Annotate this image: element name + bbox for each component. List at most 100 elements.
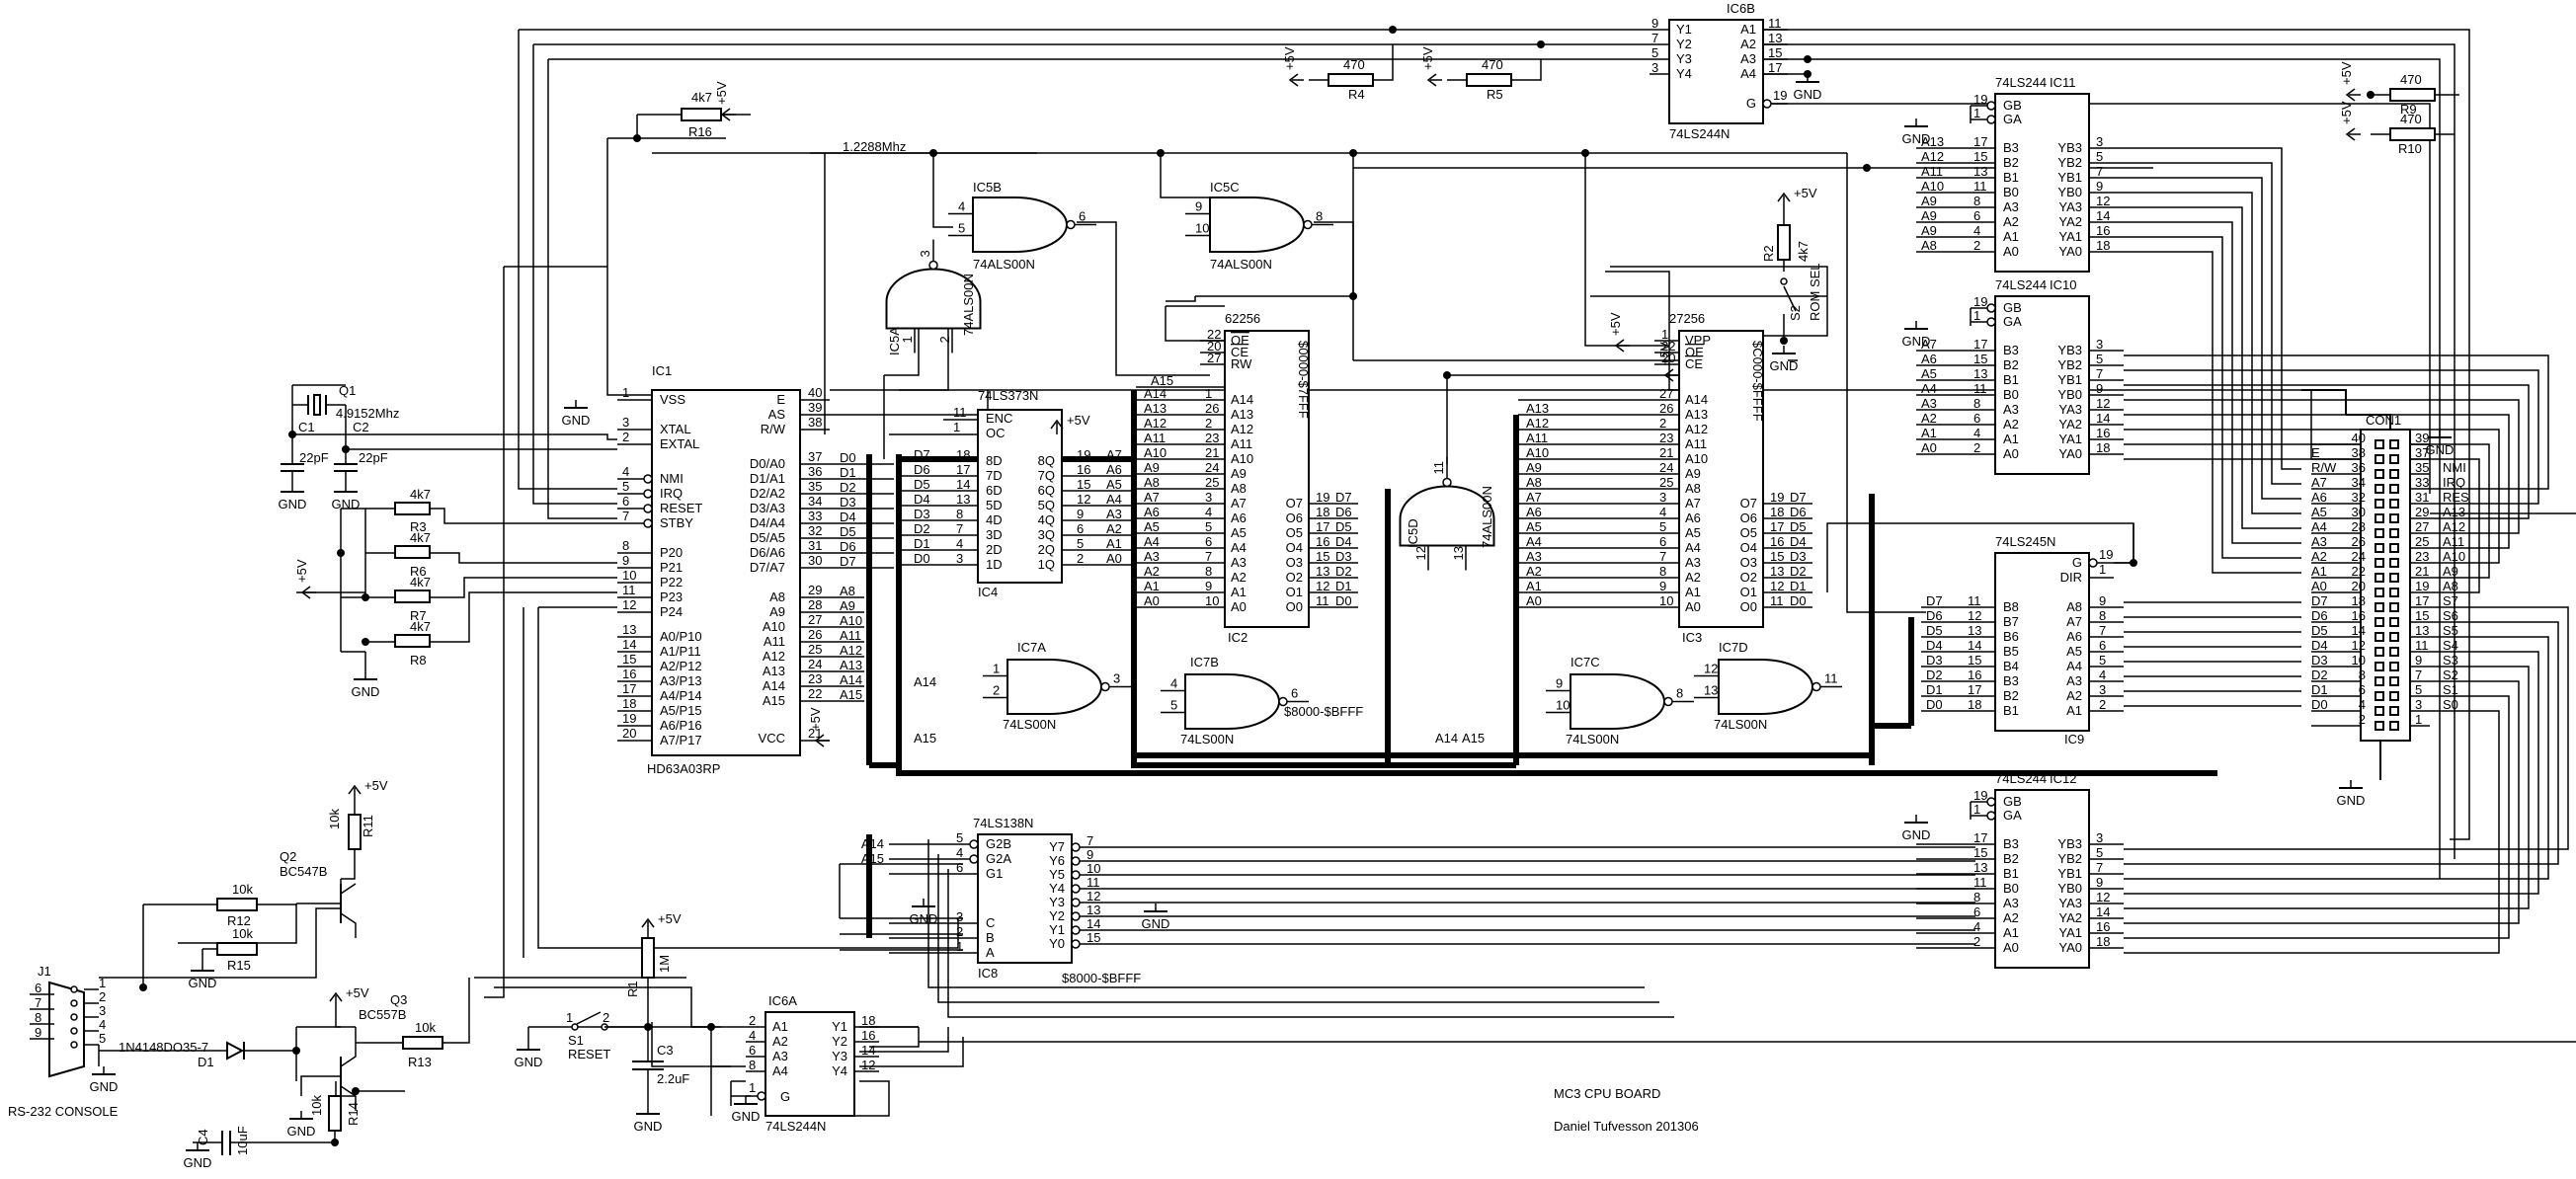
ic2-ctl-pin-2: 27 (1207, 351, 1221, 365)
ic9-sig-g: G (2072, 555, 2082, 570)
ic11-pin-out-5: 14 (2096, 208, 2110, 223)
gnd-symbol: GND (332, 497, 361, 511)
ic10-sig-in-4: A3 (2003, 402, 2019, 417)
ic1-pin-40: 40 (808, 385, 822, 400)
ic5d-ref: IC5D (1406, 518, 1420, 548)
r1-val: 1M (657, 955, 672, 973)
ic11-pin-out-4: 12 (2096, 194, 2110, 208)
con1-sig-right-13: S5 (2443, 623, 2458, 638)
ic12-sig-out-1: YB2 (2057, 851, 2082, 866)
ic2-addr-sig-0: A14 (1231, 392, 1253, 407)
ic1-sig-top-0: E (776, 392, 785, 407)
r3-ref: R3 (410, 519, 427, 534)
ic12-pin-out-6: 16 (2096, 919, 2110, 934)
ic1-pin-8: 8 (622, 538, 629, 553)
ic1-sig-1: XTAL (660, 422, 691, 436)
ic6b-pin-in-2: 15 (1768, 45, 1782, 60)
ic10-gb: GB (2003, 300, 2022, 315)
ic2-addr-sig-5: A9 (1231, 466, 1247, 481)
ic9-pin-a-1: 8 (2099, 608, 2106, 623)
ic3-data-pin-5: 13 (1770, 564, 1784, 579)
vcc-symbol: +5V (1282, 46, 1304, 87)
ic3-ctl-pin-0: 1 (1661, 327, 1668, 342)
ic9-pin-b-5: 16 (1968, 668, 1981, 682)
ic5c-pin-out: 8 (1316, 209, 1323, 224)
ic1-sig-data-4: D4/A4 (750, 515, 785, 530)
ic1-pin-29: 29 (808, 583, 822, 597)
r8-ref: R8 (410, 653, 427, 668)
vcc-label: +5V (658, 911, 682, 926)
ic3-ctl-sig-2: CE (1685, 356, 1703, 371)
ic3-data-net-6: D1 (1790, 579, 1807, 593)
ic4-pin-in-2: 14 (956, 477, 970, 492)
ic12-pin-ga: 1 (1973, 802, 1980, 817)
ic12-sig-out-6: YA1 (2058, 925, 2082, 940)
r9-val: 470 (2400, 72, 2422, 87)
ic11-net-5: A9 (1921, 208, 1937, 223)
ic2-ctl-sig-2: RW (1231, 356, 1252, 371)
ic2-addr-pin-0: 1 (1205, 386, 1212, 401)
ic1-sig-addr-3: A11 (764, 634, 785, 649)
ic5c-ref: IC5C (1210, 180, 1240, 195)
con1-sig-right-3: IRQ (2443, 475, 2465, 490)
ic4-pin-out-6: 5 (1077, 536, 1084, 551)
ic11-sig-in-2: B1 (2003, 170, 2019, 185)
ic4-sig-out-1: 7Q (1038, 468, 1055, 483)
con1-sig-left-3: A7 (2311, 475, 2327, 490)
ic7b-pin-in2: 5 (1170, 698, 1177, 713)
ic1-pin-39: 39 (808, 400, 822, 415)
ic2-data-net-5: D2 (1335, 564, 1352, 579)
ic3-data-pin-4: 15 (1770, 549, 1784, 564)
ic7d-body (1718, 659, 1813, 715)
con1-sig-right-18: S0 (2443, 697, 2458, 712)
passives: Q1 4.9152Mhz C1 22pF C2 22pF 4k7 (8, 44, 2459, 1155)
ic7c-pin-out: 8 (1676, 686, 1683, 701)
ic11-sig-out-3: YB0 (2057, 185, 2082, 199)
title-line-2: Daniel Tufvesson 201306 (1554, 1119, 1699, 1134)
j1-pin-2: 2 (99, 989, 106, 1004)
ic2-addr-pin-5: 24 (1205, 460, 1219, 475)
vcc-symbol: +5V (348, 778, 388, 800)
ic10-pin-in-3: 11 (1973, 381, 1987, 396)
ic2-addr-net-13: A1 (1144, 579, 1160, 593)
ic6b-sig-in-2: A3 (1740, 51, 1756, 66)
con1-pad-27 (2389, 528, 2399, 538)
ic3-addr-net-10: A4 (1526, 534, 1542, 549)
r14-val: 10k (309, 1095, 324, 1116)
ic6a-sig-out-1: Y2 (832, 1034, 847, 1049)
ic3-data-sig-4: O3 (1740, 555, 1757, 570)
s1-pin2: 2 (603, 1010, 609, 1025)
ic4-body (977, 409, 1063, 584)
ic2-ref: IC2 (1228, 630, 1248, 645)
r15-ref: R15 (227, 958, 251, 973)
con1-pin-1: 1 (2415, 712, 2422, 727)
con1-pin-38: 38 (2352, 445, 2366, 460)
ic11-sig-in-4: A3 (2003, 199, 2019, 214)
ic3-addr-sig-11: A3 (1685, 555, 1701, 570)
j1-pin-3: 3 (99, 1003, 106, 1018)
c4-val: 10uF (235, 1126, 250, 1155)
ic6b-pin-in-1: 13 (1768, 31, 1782, 45)
ic2-data-net-4: D3 (1335, 549, 1352, 564)
con1-pin-17: 17 (2415, 593, 2429, 608)
ic4-net-in-2: D5 (914, 477, 930, 492)
ic1-net-D4: D4 (840, 510, 856, 524)
con1-sig-right-9: A9 (2443, 564, 2458, 579)
con1-pin-8: 8 (2359, 668, 2366, 682)
vcc-label: +5V (1282, 46, 1297, 70)
ic4-sig-in-1: 7D (986, 468, 1003, 483)
ic10-sig-in-5: A2 (2003, 417, 2019, 432)
r4-val: 470 (1343, 57, 1365, 72)
ic11-pin-in-7: 2 (1973, 238, 1980, 253)
ic6a-pin-in-2: 6 (749, 1043, 756, 1058)
con1-pin-32: 32 (2352, 490, 2366, 505)
con1-pad-3 (2389, 706, 2399, 716)
ic1-pin-1: 1 (622, 385, 629, 400)
gnd-symbol: GND (2337, 793, 2366, 808)
ic5a-pin-in2: 2 (937, 336, 952, 343)
ic3-range: $C000-$FFFF (1750, 341, 1765, 422)
vcc-symbol: +5V (294, 559, 316, 599)
ic12-pin-out-1: 5 (2096, 845, 2103, 860)
